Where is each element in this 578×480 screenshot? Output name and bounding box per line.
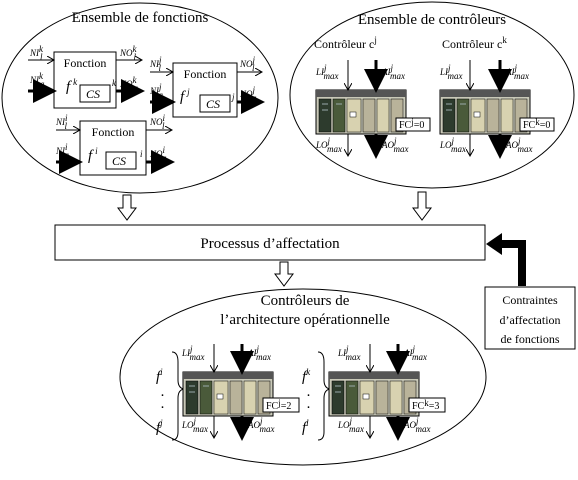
architecture-title-line2: l’architecture opérationnelle [220, 312, 390, 328]
architecture-ellipse [119, 288, 487, 466]
arrow-process-to-architecture [274, 261, 294, 287]
svg-text:·: · [306, 400, 311, 416]
svg-text:FCk=0: FCk=0 [523, 117, 550, 131]
process-box [54, 224, 486, 261]
controllers-ellipse [289, 1, 575, 189]
functions-title: Ensemble de fonctions [72, 10, 209, 26]
svg-text:Fonction: Fonction [64, 56, 107, 70]
controllers-title: Ensemble de contrôleurs [358, 12, 506, 28]
svg-text:fk: fk [66, 77, 78, 95]
constraints-box [484, 286, 576, 350]
svg-text:fj: fj [180, 87, 190, 105]
svg-text:Contrôleur ck: Contrôleur ck [442, 35, 507, 51]
constraints-line3: de fonctions [501, 332, 560, 346]
svg-text:Fonction: Fonction [184, 67, 227, 81]
svg-text:·: · [160, 400, 165, 416]
constraints-line2: d’affectation [499, 313, 560, 327]
svg-text:Fonction: Fonction [92, 125, 135, 139]
svg-text:·: · [306, 388, 311, 404]
svg-text:fl: fl [302, 418, 309, 436]
svg-text:j: j [231, 92, 235, 102]
svg-text:fk: fk [302, 367, 311, 385]
svg-text:k: k [112, 78, 117, 88]
svg-text:fi: fi [88, 146, 98, 164]
svg-text:CS: CS [112, 154, 126, 168]
svg-text:CS: CS [206, 97, 220, 111]
arrow-controllers-to-process [412, 191, 432, 221]
arrow-functions-to-process [117, 194, 137, 221]
svg-text:FCk=3: FCk=3 [412, 398, 439, 412]
svg-text:Contrôleur cj: Contrôleur cj [314, 35, 377, 51]
svg-text:FCj=2: FCj=2 [266, 398, 291, 412]
svg-text:·: · [160, 388, 165, 404]
svg-text:fi: fi [156, 367, 163, 385]
process-label: Processus d’affectation [200, 236, 340, 252]
svg-text:i: i [140, 149, 143, 159]
svg-text:CS: CS [86, 87, 100, 101]
constraints-arrow [486, 233, 526, 286]
svg-text:FCj=0: FCj=0 [399, 117, 424, 131]
svg-text:fj: fj [156, 418, 163, 436]
functions-ellipse [1, 2, 279, 194]
constraints-line1: Contraintes [502, 293, 558, 307]
architecture-title-line1: Contrôleurs de [261, 293, 350, 309]
